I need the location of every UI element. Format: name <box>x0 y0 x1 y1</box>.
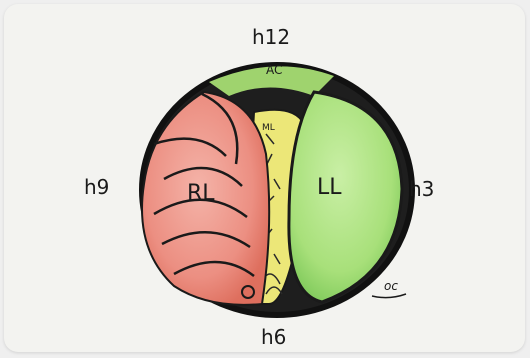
diagram-card: RL LL ML AC h12 h3 h6 h9 oc <box>4 4 525 352</box>
signature: oc <box>384 279 398 293</box>
lobe-diagram: RL LL ML AC h12 h3 h6 h9 oc <box>4 4 525 352</box>
clock-label-bottom: h6 <box>261 325 286 349</box>
clock-label-top: h12 <box>252 25 290 49</box>
signature-underline <box>372 294 406 298</box>
clock-label-left: h9 <box>84 175 109 199</box>
clock-label-right: h3 <box>409 177 434 201</box>
anterior-label: AC <box>266 63 282 77</box>
middle-label: ML <box>262 123 275 133</box>
left-lobe-label: LL <box>317 175 342 200</box>
right-lobe-label: RL <box>187 181 215 206</box>
